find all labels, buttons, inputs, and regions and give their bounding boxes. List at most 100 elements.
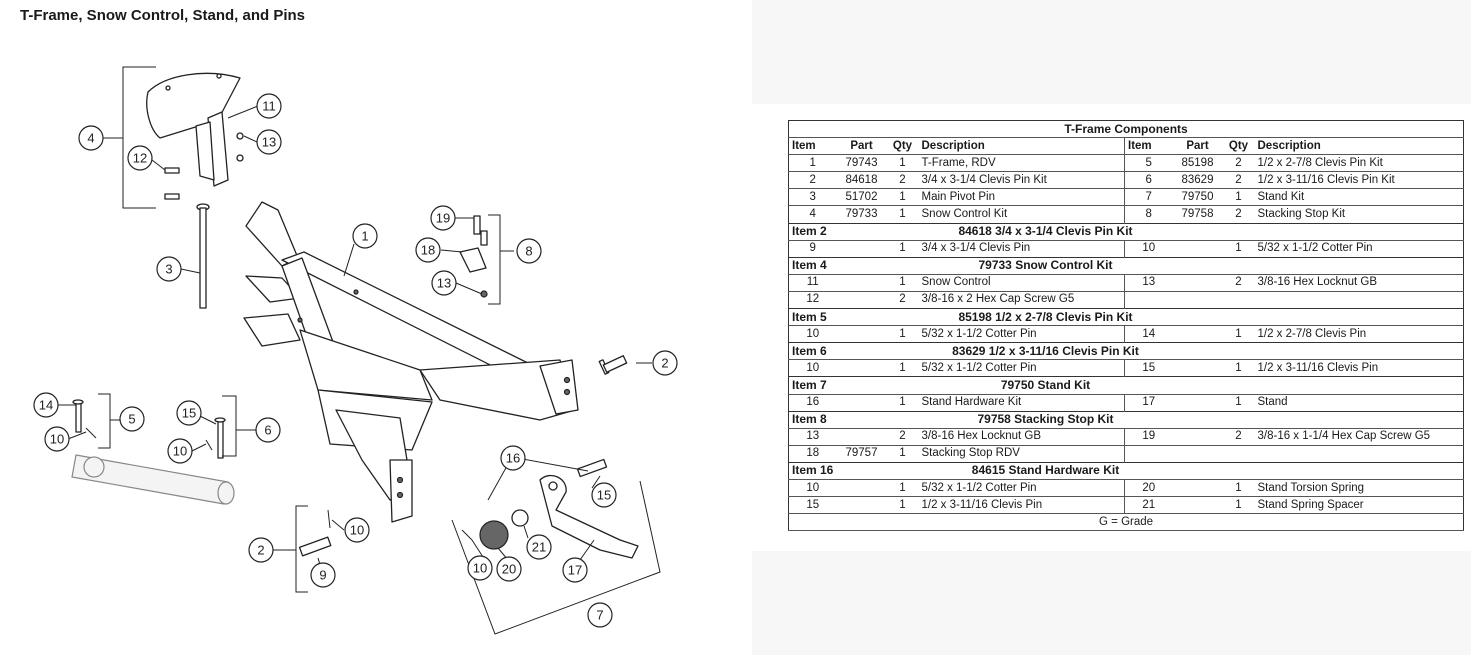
table-cell: 1/2 x 3-11/16 Clevis Pin [1257,361,1379,374]
callout-15b: 15 [591,482,617,508]
callout-10c: 10 [344,517,370,543]
table-cell: 3/4 x 3-1/4 Clevis Pin [921,242,1031,255]
table-cell: Stand Kit [1257,190,1305,203]
callout-14: 14 [33,392,59,418]
table-cell: Stand [1257,396,1288,409]
section-spacer [1254,461,1464,480]
section-spacer [1254,376,1464,394]
callout-2b: 2 [248,537,274,563]
table-cell: 9 [809,242,816,255]
bracket-2-lower [295,505,308,593]
svg-text:11: 11 [262,99,276,114]
section-item-label: Item 5 [788,308,837,326]
table-cell: 3/4 x 3-1/4 Clevis Pin Kit [921,173,1047,186]
table-cell [1255,291,1464,308]
section-spacer [1254,222,1464,241]
table-cell: 85198 [1181,156,1214,169]
table-cell: 3/8-16 x 1-1/4 Hex Cap Screw G5 [1257,430,1431,443]
svg-text:6: 6 [264,423,271,438]
table-cell: 1 [1235,481,1242,494]
table-cell: 2 [899,173,906,186]
table-cell [1173,240,1223,257]
table-cell: 1/2 x 2-7/8 Clevis Pin Kit [1257,156,1383,169]
table-cell: 1 [899,447,906,460]
svg-text:5: 5 [128,412,135,427]
table-footnote: G = Grade [1099,515,1154,528]
callout-10: 10 [44,426,70,452]
svg-text:3: 3 [165,262,172,277]
table-cell: 4 [809,208,816,221]
callout-11: 11 [256,93,282,119]
table-cell [837,291,887,308]
table-cell: 79757 [845,447,878,460]
table-cell [837,360,887,377]
table-cell: 13 [806,430,820,443]
table-caption: T-Frame Components [1064,121,1188,136]
svg-text:18: 18 [421,243,435,258]
section-title: 79733 Snow Control Kit [836,256,1255,275]
section-item-label: Item 7 [788,376,837,394]
section-spacer [1254,256,1464,275]
bracket-5 [98,393,111,449]
table-cell: 1/2 x 3-11/16 Clevis Pin [921,498,1043,511]
clevis-pin-5 [72,399,97,439]
callout-12: 12 [127,145,153,171]
svg-text:10: 10 [473,561,487,576]
svg-text:4: 4 [87,131,94,146]
svg-text:13: 13 [262,135,276,150]
table-cell: 13 [1124,274,1173,292]
table-cell: 2 [899,293,906,306]
column-header: Description [921,139,985,152]
table-cell: 2 [1235,276,1242,289]
callout-17: 17 [562,557,588,583]
table-cell: 5/32 x 1-1/2 Cotter Pin [921,361,1037,374]
table-cell: 1 [1235,242,1242,255]
section-spacer [1254,342,1464,360]
table-cell: 10 [806,361,820,374]
callout-15: 15 [176,400,202,426]
table-cell: Snow Control Kit [921,208,1008,221]
table-cell: 1 [899,361,906,374]
table-cell: Stand Hardware Kit [921,396,1022,409]
table-cell: 5 [1124,154,1173,172]
callout-20: 20 [496,556,522,582]
column-header: Part [850,139,873,152]
column-header: Item [792,139,816,152]
table-cell: 6 [1124,171,1173,189]
callout-6: 6 [255,417,281,443]
table-cell [1223,445,1255,462]
table-cell [1173,360,1223,377]
table-cell: 2 [809,173,816,186]
table-cell: 83629 [1181,173,1214,186]
section-item-label: Item 8 [788,410,837,429]
table-cell: 21 [1124,496,1173,514]
table-cell: 20 [1124,479,1173,497]
callout-13b: 13 [431,270,457,296]
table-cell [837,428,887,445]
table-caption-row: T-Frame Components [788,121,1464,138]
table-cell: 1 [899,481,906,494]
table-cell: 1 [1235,327,1242,340]
table-cell: 3/8-16 Hex Locknut GB [1257,276,1378,289]
svg-text:12: 12 [133,151,147,166]
section-item-label: Item 2 [788,222,837,241]
clevis-pin-2-lower [298,509,332,557]
table-cell: 10 [1124,240,1173,258]
section-title: 79750 Stand Kit [836,376,1255,394]
table-cell [1223,291,1255,308]
column-header: Item [1124,137,1173,155]
table-cell: 5/32 x 1-1/2 Cotter Pin [1257,242,1373,255]
table-cell: 1 [1235,498,1242,511]
callout-18: 18 [415,237,441,263]
